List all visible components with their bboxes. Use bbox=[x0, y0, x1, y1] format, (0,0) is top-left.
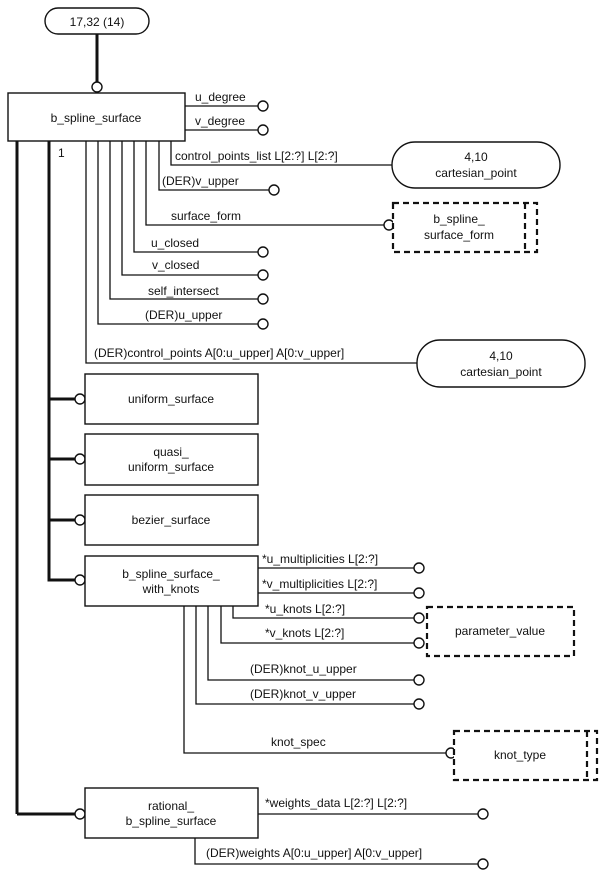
attr-label-surface-form: surface_form bbox=[171, 209, 241, 223]
attr-end-circle bbox=[477, 808, 489, 820]
attr-line-der-knot-u-upper bbox=[207, 606, 414, 681]
attr-label-self-intersect: self_intersect bbox=[148, 284, 219, 298]
attr-label-u-multiplicities: *u_multiplicities L[2:?] bbox=[262, 552, 378, 566]
attr-label-control-points-list: control_points_list L[2:?] L[2:?] bbox=[175, 149, 338, 163]
attr-label-u-knots: *u_knots L[2:?] bbox=[265, 602, 345, 616]
entity-name: uniform_surface bbox=[128, 392, 214, 406]
type-box bbox=[391, 201, 539, 254]
attr-end-circle bbox=[257, 246, 269, 258]
reference-name: cartesian_point bbox=[435, 166, 517, 180]
attr-line-der-control-points bbox=[85, 141, 417, 364]
reference-page: 4,10 bbox=[489, 349, 513, 363]
entity-box bbox=[7, 92, 186, 142]
entity-box bbox=[84, 373, 259, 425]
reference-cartesian-point-1[interactable]: 4,10 cartesian_point bbox=[391, 141, 561, 189]
entity-quasi-uniform-surface[interactable]: quasi_ uniform_surface bbox=[84, 433, 259, 486]
attr-label-der-knot-v-upper: (DER)knot_v_upper bbox=[250, 687, 356, 701]
attr-end-circle bbox=[257, 293, 269, 305]
subtype-line bbox=[47, 578, 75, 582]
type-name-line1: b_spline_ bbox=[433, 212, 485, 226]
type-name: parameter_value bbox=[455, 624, 545, 638]
attr-label-der-knot-u-upper: (DER)knot_u_upper bbox=[250, 662, 357, 676]
type-name: knot_type bbox=[494, 748, 546, 762]
attr-end-circle bbox=[257, 100, 269, 112]
reference-cartesian-point-2[interactable]: 4,10 cartesian_point bbox=[416, 339, 586, 388]
attr-label-knot-spec: knot_spec bbox=[271, 735, 326, 749]
attr-line-u-closed bbox=[133, 141, 258, 253]
attr-line-der-u-upper bbox=[97, 141, 258, 325]
attr-end-circle bbox=[413, 587, 425, 599]
entity-box bbox=[84, 787, 259, 839]
reference-shape bbox=[416, 339, 586, 388]
type-b-spline-surface-form[interactable]: b_spline_ surface_form bbox=[391, 201, 539, 254]
attr-end-circle bbox=[413, 674, 425, 686]
reference-name: cartesian_point bbox=[460, 365, 542, 379]
attr-end-circle bbox=[413, 698, 425, 710]
attr-line-control-points-list bbox=[170, 141, 392, 166]
attr-end-circle bbox=[257, 124, 269, 136]
oneof-marker: 1 bbox=[58, 146, 65, 160]
attr-label-der-weights: (DER)weights A[0:u_upper] A[0:v_upper] bbox=[206, 846, 422, 860]
entity-box bbox=[84, 494, 259, 546]
attr-line-der-knot-v-upper bbox=[195, 606, 414, 705]
attr-line-der-v-upper bbox=[158, 141, 269, 191]
type-knot-type[interactable]: knot_type bbox=[452, 729, 599, 782]
attr-line-surface-form bbox=[145, 141, 384, 226]
attr-line-der-weights bbox=[194, 838, 478, 865]
entity-uniform-surface[interactable]: uniform_surface bbox=[84, 373, 259, 425]
entity-name: bezier_surface bbox=[132, 513, 211, 527]
page-reference-label: 17,32 (14) bbox=[70, 15, 125, 29]
attr-label-v-degree: v_degree bbox=[195, 114, 245, 128]
attr-label-der-control-points: (DER)control_points A[0:u_upper] A[0:v_u… bbox=[94, 346, 344, 360]
attr-label-weights-data: *weights_data L[2:?] L[2:?] bbox=[265, 796, 407, 810]
entity-box bbox=[84, 433, 259, 486]
reference-shape bbox=[391, 141, 561, 189]
attr-line-knot-spec bbox=[183, 606, 446, 754]
entity-name-line2: uniform_surface bbox=[128, 460, 214, 474]
entity-name-line2: with_knots bbox=[142, 582, 200, 596]
attr-end-circle bbox=[477, 858, 489, 870]
attr-end-circle bbox=[413, 637, 425, 649]
attr-label-der-u-upper: (DER)u_upper bbox=[145, 308, 222, 322]
type-parameter-value[interactable]: parameter_value bbox=[425, 605, 576, 658]
entity-b-spline-surface[interactable]: b_spline_surface bbox=[7, 92, 186, 142]
entity-name: b_spline_surface bbox=[51, 111, 142, 125]
inheritance-circle-top bbox=[91, 81, 103, 93]
reference-page: 4,10 bbox=[464, 150, 488, 164]
attr-end-circle bbox=[268, 184, 280, 196]
type-name-line2: surface_form bbox=[424, 228, 494, 242]
entity-b-spline-surface-with-knots[interactable]: b_spline_surface_ with_knots bbox=[84, 555, 259, 607]
attr-line-u-knots bbox=[232, 606, 414, 619]
attr-end-circle bbox=[413, 612, 425, 624]
attr-line-v-knots bbox=[220, 606, 414, 644]
attr-label-v-knots: *v_knots L[2:?] bbox=[265, 626, 344, 640]
attr-line-self-intersect bbox=[109, 141, 258, 300]
entity-name-line1: quasi_ bbox=[153, 445, 189, 459]
entity-bezier-surface[interactable]: bezier_surface bbox=[84, 494, 259, 546]
attr-label-v-closed: v_closed bbox=[152, 258, 199, 272]
entity-box bbox=[84, 555, 259, 607]
subtype-circle bbox=[74, 574, 86, 586]
entity-name-line1: rational_ bbox=[148, 799, 194, 813]
type-box bbox=[452, 729, 599, 782]
attr-line-v-closed bbox=[121, 141, 258, 276]
entity-rational-b-spline-surface[interactable]: rational_ b_spline_surface bbox=[84, 787, 259, 839]
attr-end-circle bbox=[257, 318, 269, 330]
attr-label-der-v-upper: (DER)v_upper bbox=[162, 174, 239, 188]
attr-end-circle bbox=[413, 562, 425, 574]
subtype-circle bbox=[74, 514, 86, 526]
entity-name-line1: b_spline_surface_ bbox=[122, 567, 220, 581]
entity-name-line2: b_spline_surface bbox=[126, 814, 217, 828]
attr-label-u-degree: u_degree bbox=[195, 90, 246, 104]
attr-end-circle bbox=[257, 269, 269, 281]
page-reference: 17,32 (14) bbox=[44, 7, 150, 35]
subtype-circle bbox=[74, 808, 86, 820]
subtype-circle bbox=[74, 393, 86, 405]
attr-label-u-closed: u_closed bbox=[151, 236, 199, 250]
subtype-circle bbox=[74, 453, 86, 465]
type-box bbox=[425, 605, 576, 658]
attr-label-v-multiplicities: *v_multiplicities L[2:?] bbox=[262, 577, 377, 591]
